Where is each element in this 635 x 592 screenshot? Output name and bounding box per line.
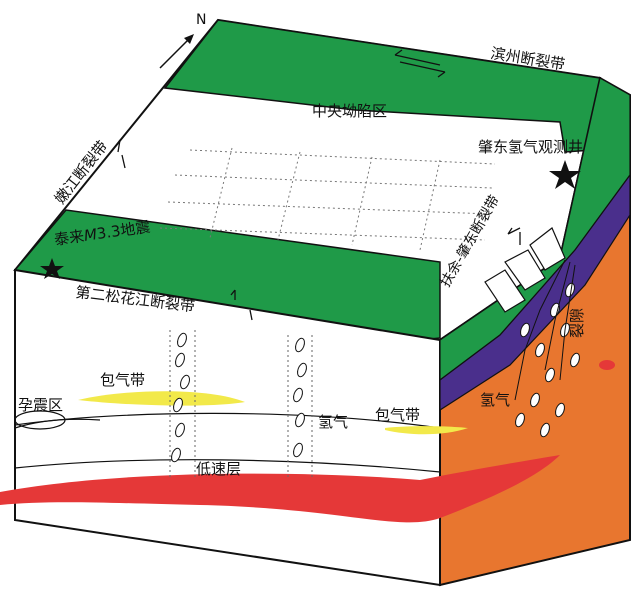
- hydrogen-center-label: 氢气: [318, 413, 348, 431]
- gas-zone-right-shape: [385, 426, 468, 435]
- zhaodong-well-label: 肇东氢气观测井: [478, 138, 583, 156]
- north-label: N: [196, 12, 206, 28]
- seismogenic-zone-ellipse: [14, 410, 66, 430]
- star-zhaodong-well-icon: [549, 160, 581, 189]
- red-spot: [599, 360, 615, 370]
- north-green-band: [163, 19, 601, 153]
- gas-zone-right-label: 包气带: [375, 406, 420, 424]
- fracture-lines: [514, 259, 576, 401]
- right-face-purple-layer: [439, 173, 631, 412]
- fractures-label: 裂隙: [568, 308, 586, 338]
- star-tailai-quake-icon: [40, 258, 64, 279]
- front-layer-lines: [14, 412, 441, 473]
- dotted-grid: [159, 147, 496, 251]
- hydrogen-bubbles: [171, 282, 580, 463]
- seismogenic-zone-label: 孕震区: [18, 396, 63, 414]
- gas-zone-left-shape: [78, 391, 245, 406]
- vertical-faults: [169, 330, 313, 480]
- fault-motion-arrows: [115, 49, 521, 321]
- north-arrow: [159, 34, 194, 69]
- low-velocity-layer-label: 低速层: [196, 460, 241, 478]
- hydrogen-right-label: 氢气: [480, 391, 510, 409]
- fault-scarp-steps: [484, 227, 566, 313]
- central-depression-label: 中央坳陷区: [312, 102, 387, 120]
- low-velocity-layer-shape: [0, 455, 560, 523]
- gas-zone-left-label: 包气带: [100, 371, 145, 389]
